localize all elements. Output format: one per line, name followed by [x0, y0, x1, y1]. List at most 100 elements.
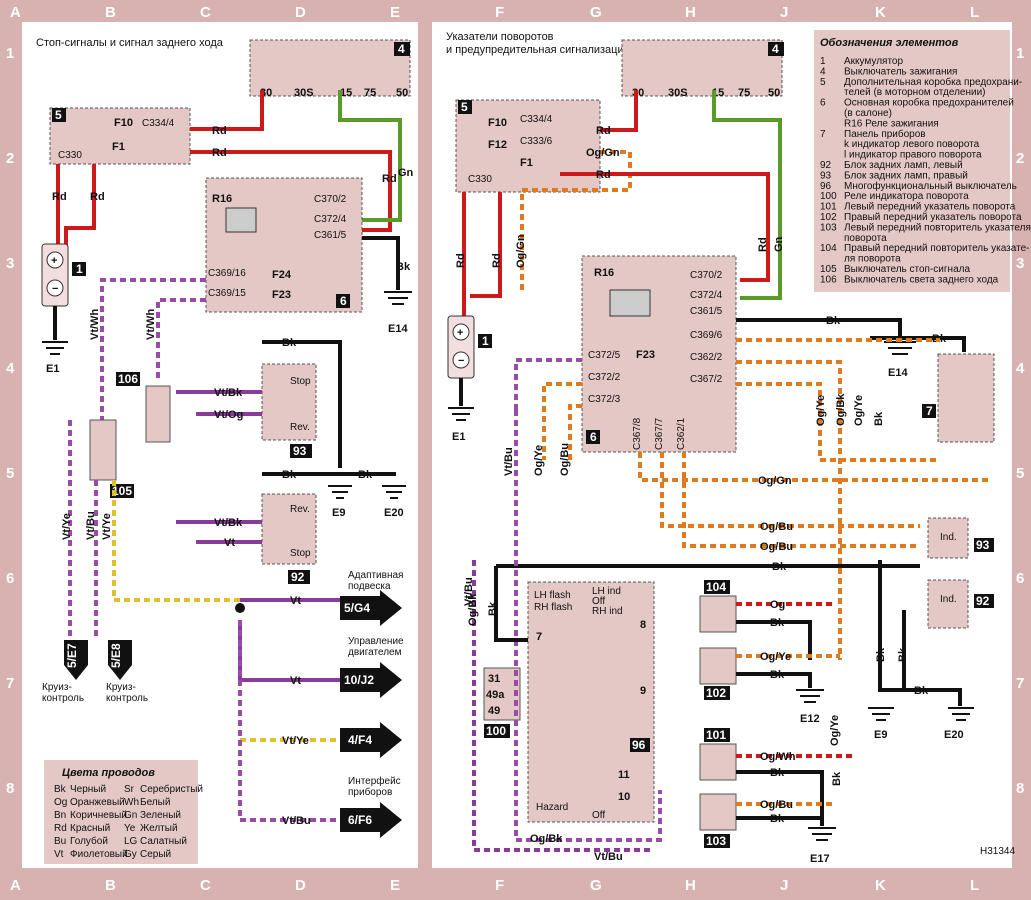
- wire-label-og-bk-bottom: Og/Bk: [530, 833, 563, 845]
- element-number: 106: [820, 274, 837, 285]
- indicator-101: [699, 743, 737, 781]
- wire-label-og-gn-r2: Og/Gn: [515, 234, 527, 268]
- indicator-102: [699, 647, 737, 685]
- element-description: Блок задних ламп, левый: [844, 160, 963, 171]
- element-number: 6: [820, 98, 826, 109]
- component-badge-100: [484, 724, 510, 738]
- grid-letter-bottom-k: K: [875, 877, 886, 894]
- wire-label-gn-r: Gn: [773, 236, 785, 252]
- grid-letter-top-h: H: [685, 4, 696, 21]
- component-badge-93-left: [290, 444, 312, 458]
- wire-label-vt-wh-2: Vt/Wh: [145, 309, 157, 340]
- wire-label-og-gn-r3: Og/Gn: [758, 475, 792, 487]
- wire-bk-104: [736, 620, 812, 660]
- lamp-rev-92: Rev.: [290, 504, 310, 515]
- wire-vt-bu-r: [514, 358, 582, 410]
- legend-color-name: Фиолетовый: [70, 849, 128, 860]
- connector-c372-5: C372/5: [588, 350, 621, 361]
- element-number: 7: [820, 129, 826, 140]
- connector-c330-right: C330: [468, 174, 492, 185]
- wire-label-vt-bk-2: Vt/Bk: [214, 517, 243, 529]
- element-number: 104: [820, 243, 837, 254]
- adaptive-suspension-line1: Адаптивная: [348, 570, 403, 581]
- ground-e20-label-right: E20: [944, 729, 964, 741]
- component-badge-1-left: [72, 262, 86, 276]
- relay-coil-left: [225, 207, 257, 233]
- arrow-6-f6-label: 6/F6: [348, 813, 372, 827]
- element-description: ля поворота: [844, 254, 901, 265]
- component-badge-6-right: [586, 430, 600, 444]
- lh-ind-label: LH ind: [592, 586, 621, 597]
- grid-letter-top-f: F: [495, 4, 504, 21]
- battery-minus-icon-right: [452, 351, 470, 369]
- wire-label-bk-103: Bk: [770, 813, 785, 825]
- ground-e1-label-right: E1: [452, 431, 465, 443]
- ground-e14-label-left: E14: [388, 323, 408, 335]
- badge-93-left-label: 93: [293, 444, 307, 458]
- element-number: 100: [820, 191, 837, 202]
- grid-number-left-1: 1: [6, 45, 14, 62]
- grid-letter-bottom-f: F: [495, 877, 504, 894]
- wire-bk-102: [736, 672, 812, 688]
- wire-label-bk-1: Bk: [282, 337, 297, 349]
- legend-color-name: Желтый: [140, 823, 178, 834]
- minus-sign-right: −: [458, 355, 464, 367]
- wire-label-og-bk-r2: Og/Bk: [467, 593, 479, 626]
- wire-bk-e9-e20: [878, 560, 962, 706]
- legend-code: Wh: [124, 797, 139, 808]
- legend-color-name: Белый: [140, 797, 170, 808]
- wire-og-bk-bottom: [472, 560, 650, 852]
- badge-4-right-label: 4: [772, 42, 779, 56]
- grid-number-left-8: 8: [6, 780, 14, 797]
- badge-100-label: 100: [486, 724, 506, 738]
- wire-label-vt-3: Vt: [290, 675, 301, 687]
- relay-r16-left: R16: [212, 193, 232, 205]
- wire-gn: [338, 90, 402, 222]
- component-badge-7: [922, 404, 936, 418]
- wire-rd-fuse-ignition: [190, 90, 264, 131]
- lamp-ind-92: Ind.: [940, 594, 957, 605]
- grid-number-left-2: 2: [6, 150, 14, 167]
- element-description: Аккумулятор: [844, 56, 903, 67]
- legend-code: Rd: [54, 823, 67, 834]
- ground-e20-icon-left: [382, 485, 406, 499]
- grid-letter-top-a: A: [10, 4, 21, 21]
- legend-code: Bn: [54, 810, 66, 821]
- wire-label-bk-r8: Bk: [831, 771, 843, 786]
- wire-label-bk-104: Bk: [770, 617, 785, 629]
- wire-label-rd-r2: Rd: [596, 169, 611, 181]
- lamp-rev-93: Rev.: [290, 422, 310, 433]
- grid-number-right-3: 3: [1016, 255, 1024, 272]
- element-description: телей (в моторном отделении): [844, 87, 986, 98]
- grid-letter-top-c: C: [200, 4, 211, 21]
- component-badge-104: [704, 580, 730, 594]
- wire-vt-ye-2: [112, 480, 240, 602]
- terminal-11: 11: [618, 769, 630, 781]
- grid-letter-top-e: E: [390, 4, 400, 21]
- wire-label-vt-ye-1: Vt/Ye: [61, 513, 73, 540]
- grid-letter-top-d: D: [295, 4, 306, 21]
- battery-plus-icon-right: [452, 323, 470, 341]
- grid-letter-bottom-a: A: [10, 877, 21, 894]
- wire-label-vt-bu-bottom: Vt/Bu: [594, 851, 623, 863]
- instrument-cluster-7: [937, 353, 995, 443]
- connector-c369-6: C369/6: [690, 330, 723, 341]
- wire-bk-e14-right: [736, 318, 902, 340]
- ground-e12-icon: [796, 689, 824, 703]
- arrow-5-g4: [340, 590, 402, 626]
- badge-105-label: 105: [112, 484, 132, 498]
- relay-r16-right: R16: [594, 267, 614, 279]
- connector-c372-3: C372/3: [588, 394, 621, 405]
- badge-92-left-label: 92: [291, 570, 305, 584]
- element-description: Выключатель зажигания: [844, 66, 957, 77]
- grid-letter-bottom-l: L: [970, 877, 979, 894]
- instrument-panel-left: [205, 177, 363, 313]
- badge-5-right-label: 5: [461, 100, 468, 114]
- grid-number-left-6: 6: [6, 570, 14, 587]
- lh-flash-label: LH flash: [534, 590, 571, 601]
- wire-label-og-bk-r1: Og/Bk: [835, 393, 847, 426]
- ground-e9-label-left: E9: [332, 507, 345, 519]
